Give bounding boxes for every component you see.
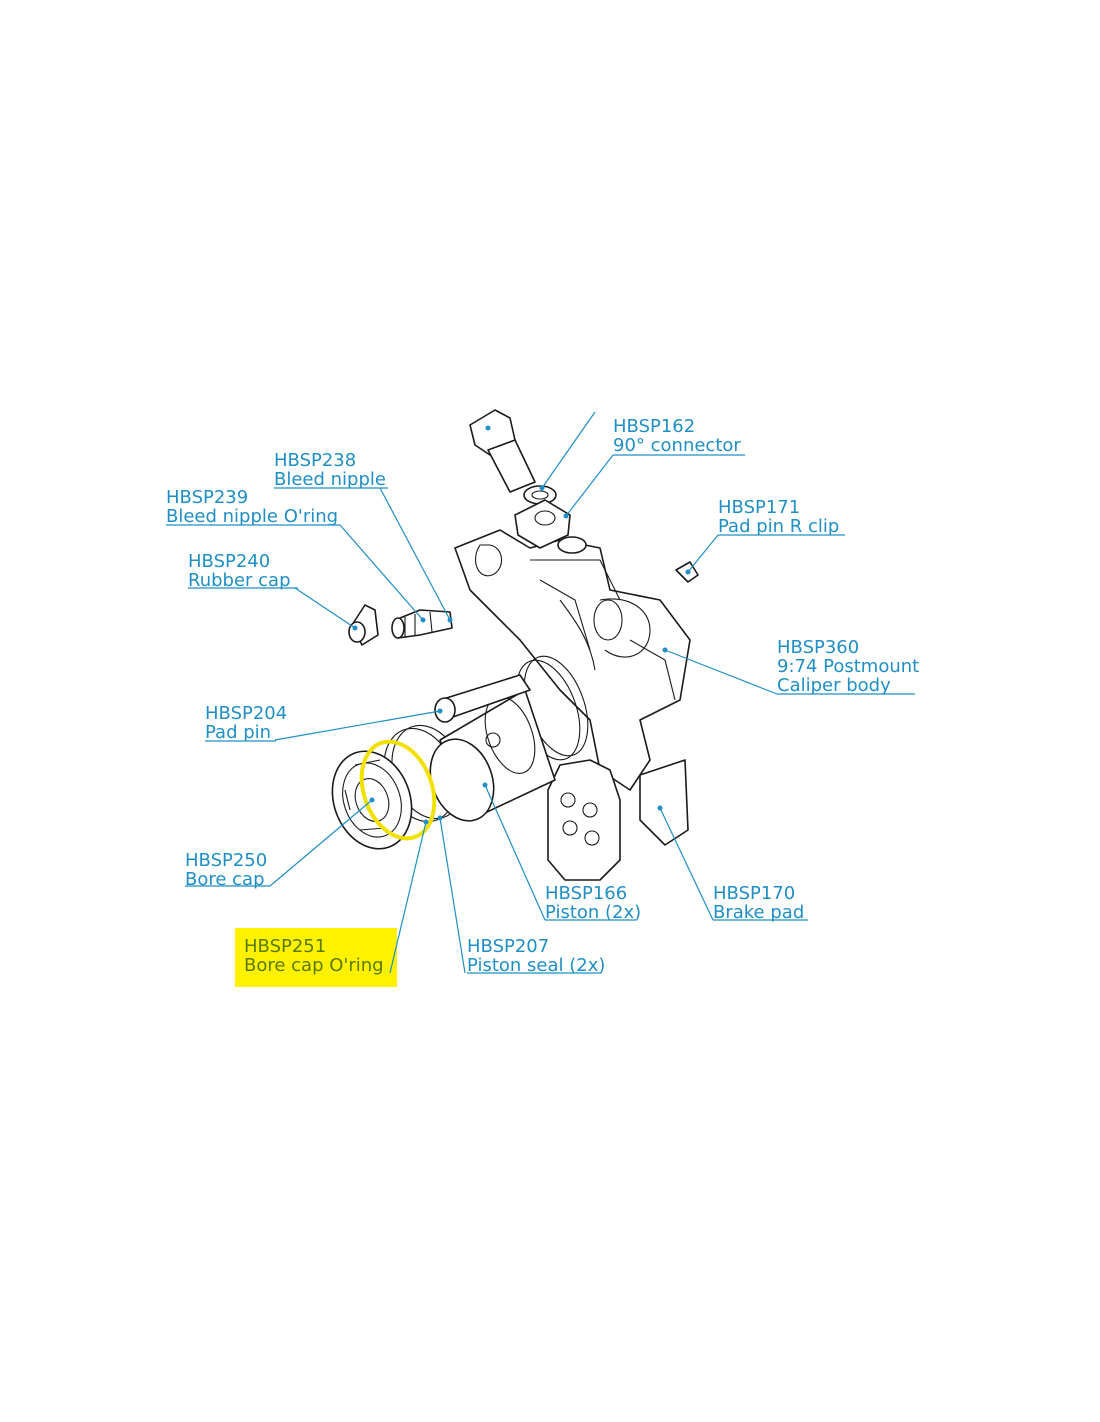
connector-drawing xyxy=(469,409,587,554)
callout-hbsp251-code: HBSP251 xyxy=(244,936,326,957)
callout-hbsp360-line3: Caliper body xyxy=(777,675,891,696)
labels: HBSP162 90° connector HBSP238 Bleed nipp… xyxy=(166,416,919,976)
caliper-body-drawing xyxy=(454,529,691,791)
rubber-cap-drawing xyxy=(348,604,379,646)
callout-hbsp204-code: HBSP204 xyxy=(205,703,287,724)
pad-pin-drawing xyxy=(434,674,531,723)
callout-hbsp207-code: HBSP207 xyxy=(467,936,549,957)
callout-hbsp360-line2: 9:74 Postmount xyxy=(777,656,919,677)
leader-dots xyxy=(352,425,691,825)
callout-hbsp162-name: 90° connector xyxy=(613,435,741,456)
callout-hbsp166-name: Piston (2x) xyxy=(545,902,641,923)
callout-hbsp238-code: HBSP238 xyxy=(274,450,356,471)
leader-lines xyxy=(269,411,778,974)
callout-hbsp240-name: Rubber cap xyxy=(188,570,291,591)
highlight-box xyxy=(235,928,397,987)
callout-hbsp207-name: Piston seal (2x) xyxy=(467,955,605,976)
bore-cap-oring-drawing xyxy=(359,739,437,841)
callout-hbsp250-name: Bore cap xyxy=(185,869,265,890)
callout-hbsp170-code: HBSP170 xyxy=(713,883,795,904)
callout-hbsp250-code: HBSP250 xyxy=(185,850,267,871)
label-underlines xyxy=(166,454,915,974)
piston-drawing xyxy=(429,689,556,822)
brake-pad-drawing xyxy=(547,759,689,881)
callout-hbsp239-name: Bleed nipple O'ring xyxy=(166,506,338,527)
callout-hbsp240-code: HBSP240 xyxy=(188,551,270,572)
callout-hbsp171-name: Pad pin R clip xyxy=(718,516,839,537)
callout-hbsp238-name: Bleed nipple xyxy=(274,469,386,490)
callout-hbsp204-name: Pad pin xyxy=(205,722,271,743)
callout-hbsp162-code: HBSP162 xyxy=(613,416,695,437)
callout-hbsp170-name: Brake pad xyxy=(713,902,804,923)
callout-hbsp239-code: HBSP239 xyxy=(166,487,248,508)
bleed-nipple-drawing xyxy=(391,609,453,639)
callout-hbsp166-code: HBSP166 xyxy=(545,883,627,904)
callout-hbsp251-name: Bore cap O'ring xyxy=(244,955,384,976)
callout-hbsp360-code: HBSP360 xyxy=(777,637,859,658)
callout-hbsp171-code: HBSP171 xyxy=(718,497,800,518)
